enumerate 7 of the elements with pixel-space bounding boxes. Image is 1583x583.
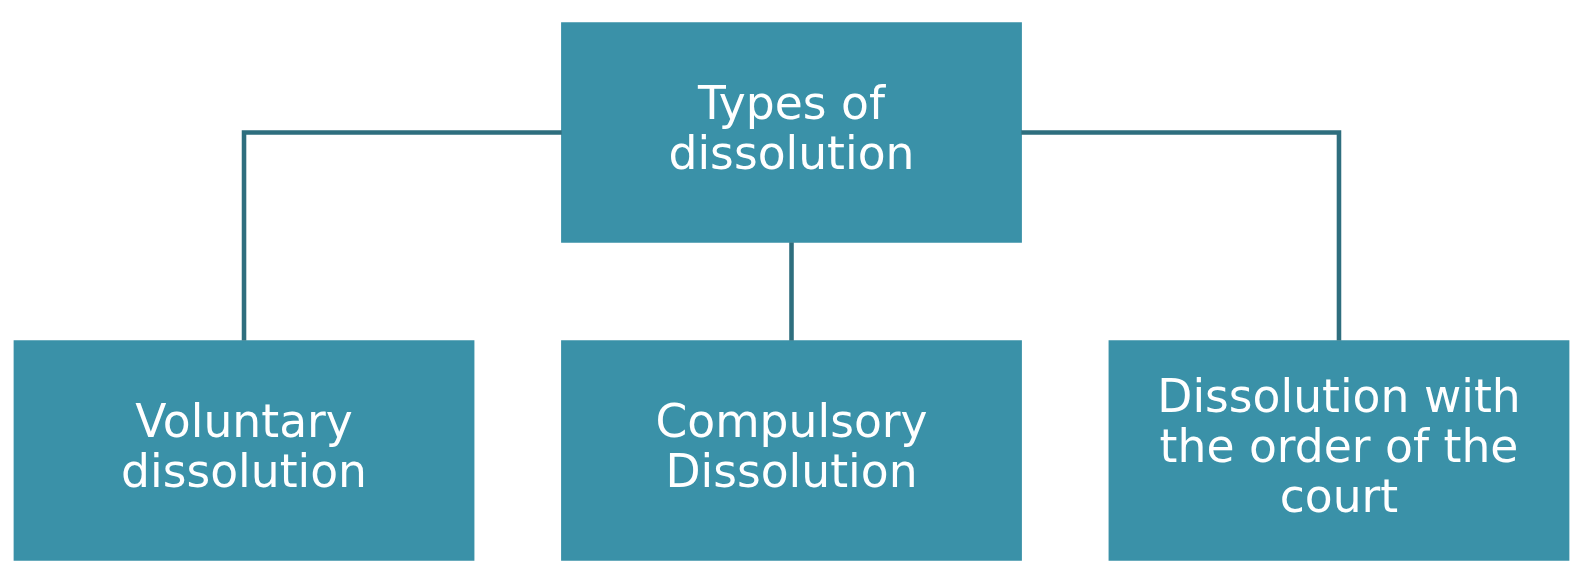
node-box: Voluntary dissolution [13, 340, 475, 561]
connector [1021, 130, 1342, 341]
connector [241, 130, 562, 341]
node-box: Types of dissolution [561, 22, 1022, 243]
connector [789, 242, 794, 341]
node-box: Compulsory Dissolution [561, 340, 1022, 561]
node-box: Dissolution with the order of the court [1108, 340, 1570, 561]
